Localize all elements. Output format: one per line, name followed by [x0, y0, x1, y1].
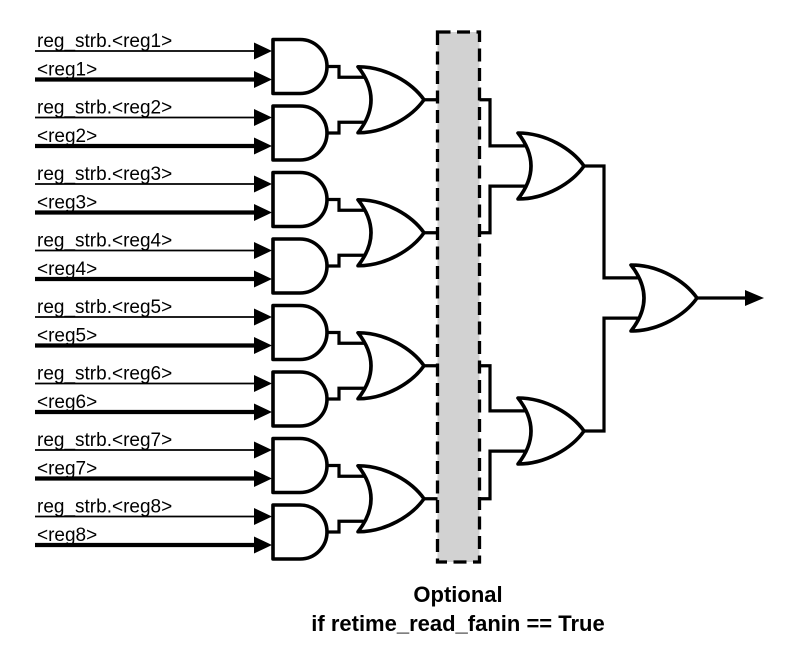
and-to-or-wires [325, 64, 368, 534]
arrowhead-icon [254, 270, 272, 288]
input-label-signal-1: <reg1> [37, 60, 97, 81]
and-gate-1 [271, 37, 329, 96]
optional-region-caption: Optional if retime_read_fanin == True [311, 582, 604, 636]
wire-and2-or1 [325, 120, 368, 135]
and-gate-3 [271, 170, 329, 229]
or-gate-final [629, 263, 699, 333]
or-stage2-to-final-wires [584, 164, 647, 433]
arrowhead-icon [254, 175, 272, 193]
or-gate-stage2-2 [516, 396, 586, 466]
and-gate-7 [271, 436, 329, 495]
arrowhead-icon [254, 375, 272, 392]
arrowhead-icon [254, 470, 272, 487]
wire-and6-or3 [325, 386, 368, 401]
input-labels: reg_strb.<reg1> <reg1> reg_strb.<reg2> <… [37, 31, 172, 546]
or-gate-stage1-1 [356, 64, 426, 135]
and-gate-2 [271, 104, 329, 162]
arrowhead-icon [254, 536, 272, 554]
input-label-strobe-3: reg_strb.<reg3> [37, 164, 172, 185]
wire-or6-final [584, 316, 647, 433]
input-label-strobe-2: reg_strb.<reg2> [37, 98, 172, 119]
wire-and8-or4 [325, 519, 368, 534]
or-gates-stage2 [516, 131, 586, 466]
input-label-strobe-7: reg_strb.<reg7> [37, 430, 172, 451]
arrowhead-icon [254, 441, 272, 459]
wire-and5-or3 [325, 330, 368, 345]
input-label-signal-2: <reg2> [37, 126, 97, 147]
input-label-signal-8: <reg8> [37, 525, 97, 546]
or-gate-stage1-4 [356, 463, 426, 534]
input-label-signal-7: <reg7> [37, 459, 97, 480]
or-gate-stage2-1 [516, 131, 586, 201]
input-label-strobe-6: reg_strb.<reg6> [37, 364, 172, 385]
arrowhead-icon [254, 42, 272, 60]
arrowhead-icon [254, 242, 272, 259]
input-label-signal-4: <reg4> [37, 259, 97, 280]
input-arrowheads [254, 42, 272, 554]
input-label-signal-5: <reg5> [37, 326, 97, 347]
and-gate-5 [271, 303, 329, 362]
input-label-strobe-5: reg_strb.<reg5> [37, 297, 172, 318]
and-gate-4 [271, 237, 329, 295]
or-gate-stage1-2 [356, 197, 426, 268]
wire-and1-or1 [325, 64, 368, 79]
wire-and4-or2 [325, 253, 368, 268]
input-wires [35, 50, 258, 548]
arrowhead-icon [254, 308, 272, 326]
input-label-strobe-1: reg_strb.<reg1> [37, 31, 172, 52]
input-label-strobe-4: reg_strb.<reg4> [37, 231, 172, 252]
optional-region-box [435, 30, 482, 564]
arrowhead-icon [254, 204, 272, 221]
arrowhead-icon [254, 71, 272, 88]
input-label-strobe-8: reg_strb.<reg8> [37, 497, 172, 518]
and-gate-6 [271, 370, 329, 428]
or-gate-stage1-3 [356, 330, 426, 401]
arrowhead-icon [254, 109, 272, 126]
arrowhead-icon [254, 137, 272, 155]
arrowhead-icon [254, 508, 272, 525]
wire-and3-or2 [325, 197, 368, 212]
arrowhead-icon [254, 403, 272, 421]
and-gates [271, 37, 329, 561]
input-label-signal-3: <reg3> [37, 193, 97, 214]
caption-line-2: if retime_read_fanin == True [311, 611, 604, 636]
input-label-signal-6: <reg6> [37, 392, 97, 413]
arrowhead-icon [254, 337, 272, 354]
wire-and7-or4 [325, 463, 368, 478]
wire-or5-final [584, 164, 647, 280]
caption-line-1: Optional [413, 582, 502, 607]
or-gates-stage1 [356, 64, 426, 534]
and-gate-8 [271, 503, 329, 561]
output-arrowhead-icon [745, 290, 764, 306]
